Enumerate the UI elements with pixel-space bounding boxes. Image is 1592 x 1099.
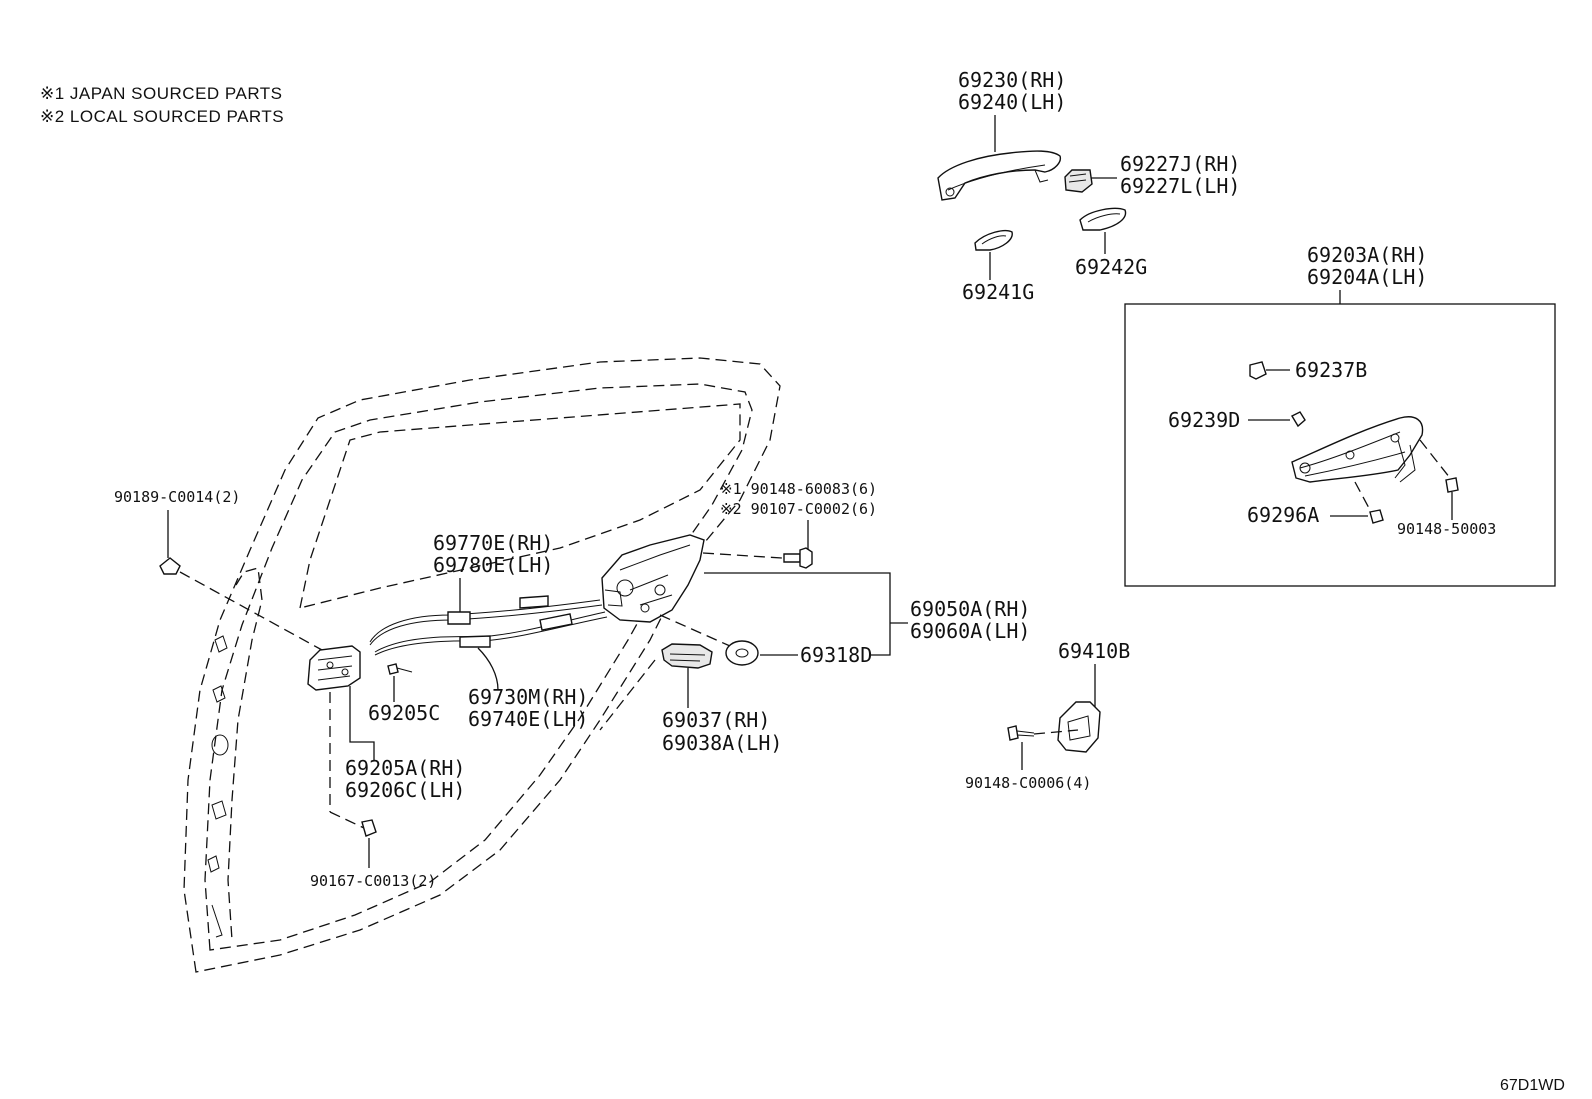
handle-cover xyxy=(1064,169,1093,193)
label-69240: 69240(LH) xyxy=(958,90,1066,114)
grommet-69239D xyxy=(1291,411,1306,428)
label-69205A: 69205A(RH) xyxy=(345,756,465,780)
door-striker xyxy=(1057,701,1101,753)
label-69318D: 69318D xyxy=(800,643,872,667)
label-69770E: 69770E(RH) xyxy=(433,531,553,555)
label-69296A: 69296A xyxy=(1247,503,1319,527)
screw-90148-C0006 xyxy=(1007,725,1035,741)
outside-handle xyxy=(937,150,1062,201)
inside-handle-cover xyxy=(307,645,361,691)
label-69060A: 69060A(LH) xyxy=(910,619,1030,643)
label-69205C: 69205C xyxy=(368,701,440,725)
handle-pad-rear xyxy=(1079,207,1127,231)
label-69740E: 69740E(LH) xyxy=(468,707,588,731)
screw-69205C xyxy=(387,663,413,675)
label-90148-C0006: 90148-C0006(4) xyxy=(965,774,1091,792)
label-69230: 69230(RH) xyxy=(958,68,1066,92)
clip-90189 xyxy=(159,557,181,575)
label-69038A: 69038A(LH) xyxy=(662,731,782,755)
label-90148-50003: 90148-50003 xyxy=(1397,520,1496,538)
screw-90148-50003 xyxy=(1445,477,1459,493)
label-69050A: 69050A(RH) xyxy=(910,597,1030,621)
screw-69296A xyxy=(1369,509,1384,524)
label-90107-C0002: ※2 90107-C0002(6) xyxy=(720,500,877,518)
label-69410B: 69410B xyxy=(1058,639,1130,663)
diagram-code: 67D1WD xyxy=(1500,1077,1565,1094)
label-90167-C0013: 90167-C0013(2) xyxy=(310,872,436,890)
label-69227J: 69227J(RH) xyxy=(1120,152,1240,176)
screw-90167 xyxy=(361,819,377,837)
door-outline xyxy=(183,357,781,973)
label-69237B: 69237B xyxy=(1295,358,1367,382)
bolt-door-lock xyxy=(783,547,813,569)
label-69242G: 69242G xyxy=(1075,255,1147,279)
handle-pad-front xyxy=(974,229,1013,251)
frame-assembly-box xyxy=(1124,303,1556,587)
label-69227L: 69227L(LH) xyxy=(1120,174,1240,198)
note-local-sourced: ※2 LOCAL SOURCED PARTS xyxy=(40,107,284,126)
label-69206C: 69206C(LH) xyxy=(345,778,465,802)
washer-69318D xyxy=(725,640,759,666)
label-69241G: 69241G xyxy=(962,280,1034,304)
door-lock-assembly xyxy=(601,534,705,623)
cable-69770E xyxy=(369,595,603,646)
cable-69730M xyxy=(374,611,608,656)
clip-69237B xyxy=(1249,361,1267,380)
inside-handle xyxy=(661,643,713,669)
label-90189-C0014: 90189-C0014(2) xyxy=(114,488,240,506)
handle-frame xyxy=(1291,416,1424,483)
label-69730M: 69730M(RH) xyxy=(468,685,588,709)
label-90148-60083: ※1 90148-60083(6) xyxy=(720,480,877,498)
label-69239D: 69239D xyxy=(1168,408,1240,432)
note-japan-sourced: ※1 JAPAN SOURCED PARTS xyxy=(40,84,283,103)
label-69203A: 69203A(RH) xyxy=(1307,243,1427,267)
label-69780E: 69780E(LH) xyxy=(433,553,553,577)
label-69204A: 69204A(LH) xyxy=(1307,265,1427,289)
label-69037: 69037(RH) xyxy=(662,708,770,732)
